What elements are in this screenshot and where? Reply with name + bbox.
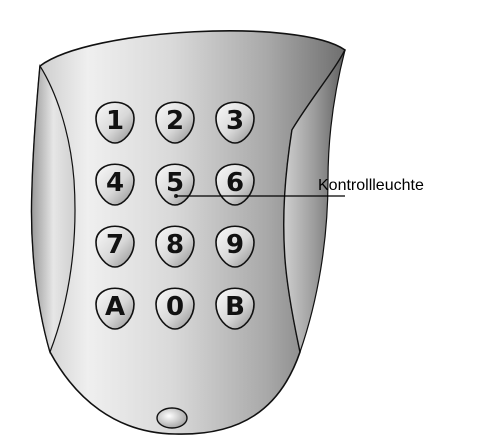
key-9[interactable]: 9	[215, 225, 255, 268]
key-label: 4	[106, 168, 124, 198]
key-cap	[215, 101, 255, 144]
key-5[interactable]: 5	[155, 163, 195, 206]
key-label: 0	[166, 292, 184, 322]
key-cap	[95, 225, 135, 268]
key-label: 3	[226, 106, 244, 136]
housing-right-bevel	[283, 49, 346, 353]
housing-left-bevel	[30, 64, 76, 354]
key-label: 1	[106, 106, 124, 136]
key-label: 7	[106, 230, 124, 260]
key-cap	[155, 287, 195, 330]
callout-label: Kontrollleuchte	[318, 177, 424, 194]
key-label: 8	[166, 230, 184, 260]
key-cap	[95, 101, 135, 144]
key-cap	[155, 101, 195, 144]
key-a[interactable]: A	[95, 287, 135, 330]
key-label: 6	[226, 168, 244, 198]
key-4[interactable]: 4	[95, 163, 135, 206]
keypad-grid: 1 2 3 4 5 6 7 8 9A 0 B	[95, 101, 255, 330]
key-b[interactable]: B	[215, 287, 255, 330]
key-3[interactable]: 3	[215, 101, 255, 144]
key-label: 9	[226, 230, 244, 260]
key-7[interactable]: 7	[95, 225, 135, 268]
key-cap	[155, 225, 195, 268]
key-label: B	[225, 292, 245, 322]
key-label: 2	[166, 106, 184, 136]
key-label: 5	[166, 168, 184, 198]
key-2[interactable]: 2	[155, 101, 195, 144]
key-1[interactable]: 1	[95, 101, 135, 144]
bottom-lens	[156, 407, 188, 429]
key-cap	[215, 287, 255, 330]
key-6[interactable]: 6	[215, 163, 255, 206]
key-label: A	[105, 292, 125, 322]
key-cap	[95, 287, 135, 330]
key-8[interactable]: 8	[155, 225, 195, 268]
key-cap	[95, 163, 135, 206]
key-cap	[215, 225, 255, 268]
key-0[interactable]: 0	[155, 287, 195, 330]
